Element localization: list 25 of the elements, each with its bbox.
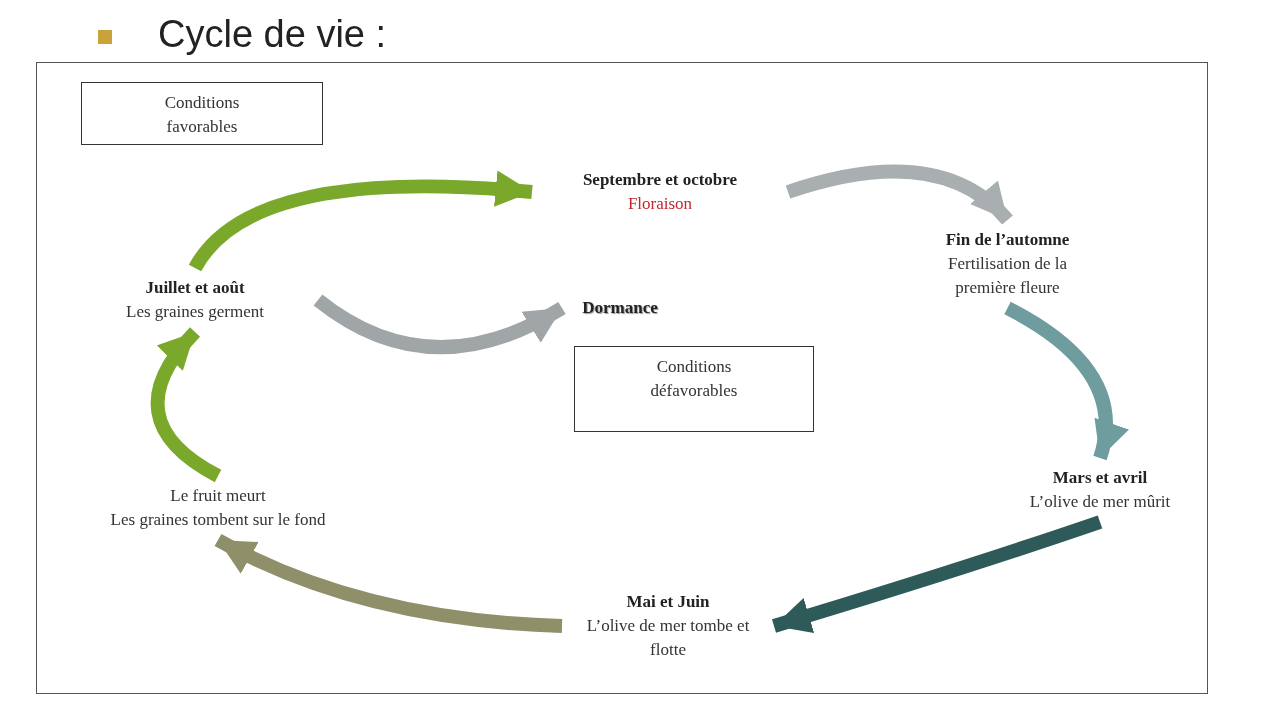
stage-description: Floraison bbox=[627, 193, 693, 215]
curved-arrow bbox=[189, 171, 533, 272]
curved-arrow bbox=[771, 515, 1103, 633]
node-label: Conditions défavorables bbox=[650, 356, 738, 402]
condition-box bbox=[574, 346, 814, 432]
curved-arrow bbox=[313, 294, 566, 354]
stage-heading: Mars et avril bbox=[1052, 467, 1148, 489]
title: Cycle de vie : bbox=[158, 12, 387, 57]
condition-box bbox=[81, 82, 323, 145]
curved-arrow bbox=[785, 164, 1013, 225]
stage-description: L’olive de mer mûrit bbox=[1029, 491, 1171, 513]
stage-heading: Juillet et août bbox=[145, 277, 245, 299]
curved-arrow bbox=[150, 327, 222, 483]
stage-heading: Septembre et octobre bbox=[582, 169, 738, 191]
node-label: Dormance bbox=[582, 297, 658, 319]
node-label: Conditions favorables bbox=[163, 92, 241, 138]
stage-description: L’olive de mer tombe et flotte bbox=[585, 615, 751, 661]
stage-description: Fertilisation de la première fleure bbox=[947, 253, 1068, 299]
curved-arrow bbox=[1004, 301, 1128, 460]
stage-heading: Le fruit meurt bbox=[170, 485, 266, 507]
stage-heading: Fin de l’automne bbox=[945, 229, 1070, 251]
stage-heading: Mai et Juin bbox=[626, 591, 710, 613]
curved-arrow bbox=[214, 533, 563, 633]
stage-description: Les graines tombent sur le fond bbox=[110, 509, 326, 531]
stage-description: Les graines germent bbox=[126, 301, 264, 323]
